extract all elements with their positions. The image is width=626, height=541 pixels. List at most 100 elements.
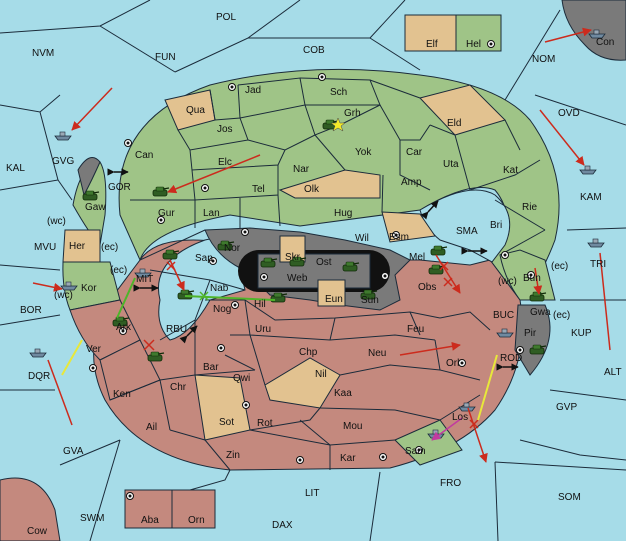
label-gwa-wc: (wc): [498, 276, 517, 287]
label-dax: DAX: [272, 520, 293, 531]
region-orn[interactable]: [171, 489, 216, 529]
region-sam[interactable]: [394, 419, 463, 466]
label-kor-wc: (wc): [54, 290, 73, 301]
label-yok: Yok: [355, 147, 372, 158]
build-star-icon: [330, 117, 346, 132]
label-som: SOM: [558, 492, 581, 503]
label-nvm: NVM: [32, 48, 54, 59]
label-hug: Hug: [334, 208, 352, 219]
region-eun[interactable]: [317, 279, 346, 307]
label-gwa: Gwa: [530, 307, 551, 318]
label-sam: Sam: [405, 446, 426, 457]
label-kat: Kat: [503, 165, 518, 176]
label-ver: Ver: [86, 344, 102, 355]
label-orn: Orn: [188, 515, 205, 526]
label-tri: TRI: [590, 259, 606, 270]
label-skr: Skr: [285, 252, 301, 263]
label-cow: Cow: [27, 526, 48, 537]
label-mou: Mou: [343, 421, 362, 432]
region-cow[interactable]: [0, 477, 61, 541]
label-sma: SMA: [456, 226, 478, 237]
support-line-yellow: [477, 354, 498, 421]
label-dqr: DQR: [28, 371, 50, 382]
label-fro: FRO: [440, 478, 461, 489]
label-fun: FUN: [155, 52, 176, 63]
label-gvg: GVG: [52, 156, 74, 167]
label-ovd: OVD: [558, 108, 580, 119]
label-kor-ec: (ec): [110, 265, 127, 276]
region-elf[interactable]: [404, 14, 457, 52]
label-gaw: Gaw: [85, 202, 106, 213]
region-skr[interactable]: [279, 235, 306, 263]
label-nor: Nor: [224, 243, 241, 254]
label-chr: Chr: [170, 382, 187, 393]
label-con: Con: [596, 37, 614, 48]
label-neu: Neu: [368, 348, 386, 359]
label-gor: GOR: [108, 182, 131, 193]
support-line-yellow: [61, 339, 83, 376]
labels: POL NVM FUN COB NOM OVD KAL MVU BOR SMA …: [6, 12, 622, 537]
label-uta: Uta: [443, 159, 459, 170]
label-swm: SWM: [80, 513, 104, 524]
order-arrows: [32, 27, 611, 463]
label-mit: MIT: [136, 274, 153, 285]
label-jad: Jad: [245, 85, 261, 96]
label-rot: Rot: [257, 418, 273, 429]
label-bri: Bri: [490, 220, 502, 231]
label-rod: ROD: [500, 353, 522, 364]
label-her: Her: [69, 241, 86, 252]
label-eld: Eld: [447, 118, 461, 129]
label-aba: Aba: [141, 515, 159, 526]
label-gur: Gur: [158, 208, 175, 219]
label-sot: Sot: [219, 417, 234, 428]
label-hel: Hel: [466, 39, 481, 50]
region-sot[interactable]: [194, 374, 251, 441]
label-bun: Bun: [523, 273, 541, 284]
label-kal: KAL: [6, 163, 25, 174]
label-los: Los: [452, 412, 468, 423]
label-ken: Ken: [113, 389, 131, 400]
label-ark: Ark: [116, 322, 132, 333]
label-grh: Grh: [344, 108, 361, 119]
region-pir[interactable]: [514, 304, 551, 376]
label-mel: Mel: [409, 252, 425, 263]
region-olk[interactable]: [278, 169, 381, 199]
label-olk: Olk: [304, 184, 320, 195]
label-zin: Zin: [226, 450, 240, 461]
label-rbu: RBU: [166, 324, 187, 335]
label-amp: Amp: [401, 177, 422, 188]
label-elc: Elc: [218, 157, 232, 168]
label-nab: Nab: [210, 283, 229, 294]
label-obs: Obs: [418, 282, 436, 293]
label-pol: POL: [216, 12, 236, 23]
region-nil[interactable]: [264, 357, 341, 409]
label-sap: Sap: [195, 253, 213, 264]
label-esm: Esm: [389, 232, 409, 243]
label-orl: Orl: [446, 358, 459, 369]
label-feu: Feu: [407, 324, 424, 335]
label-pir-ec: (ec): [553, 310, 570, 321]
label-gvp: GVP: [556, 402, 577, 413]
label-alt: ALT: [604, 367, 622, 378]
connection-arrows: [107, 168, 519, 371]
label-rie: Rie: [522, 202, 537, 213]
label-lan: Lan: [203, 208, 220, 219]
label-nar: Nar: [293, 164, 310, 175]
support-line-green: [116, 277, 136, 319]
support-line-green: [184, 295, 276, 301]
label-bor: BOR: [20, 305, 42, 316]
label-bar: Bar: [203, 362, 219, 373]
label-her-wc: (wc): [47, 216, 66, 227]
label-nom: NOM: [532, 54, 555, 65]
label-mvu: MVU: [34, 242, 56, 253]
label-gva: GVA: [63, 446, 84, 457]
label-car: Car: [406, 147, 423, 158]
label-jos: Jos: [217, 124, 233, 135]
label-buc: BUC: [493, 310, 514, 321]
label-qwi: Qwi: [233, 373, 250, 384]
label-sun: Sun: [361, 295, 379, 306]
label-kar: Kar: [340, 453, 356, 464]
label-lit: LIT: [305, 488, 319, 499]
